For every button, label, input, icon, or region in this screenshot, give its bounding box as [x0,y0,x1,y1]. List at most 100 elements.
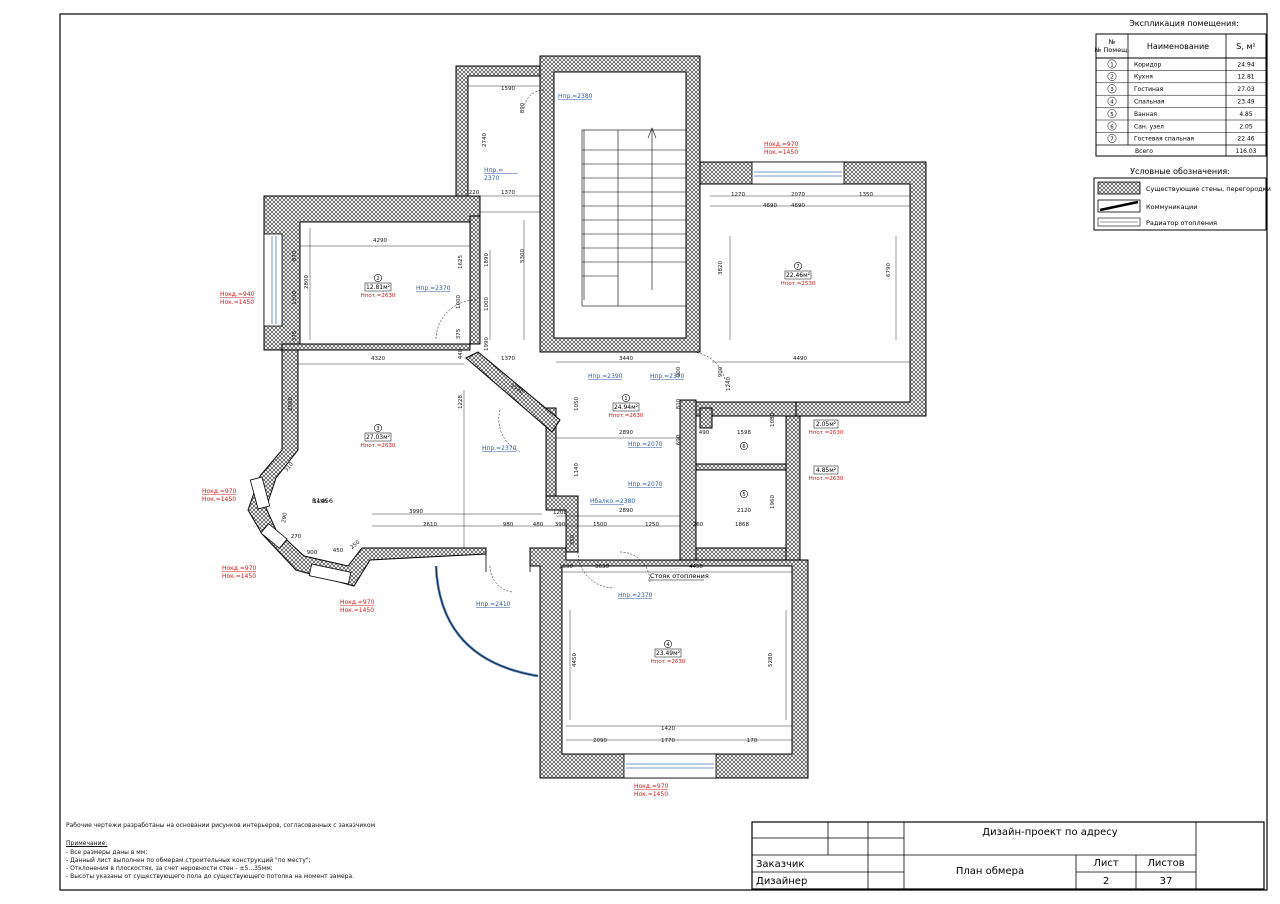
explication-row-num: 7 [1110,137,1114,143]
dimension-label: 2560 [288,397,294,411]
legend-item-walls: Существующие стены, перегородки [1146,185,1271,193]
dimension-label: 1240 [726,377,732,391]
header-num: № Помещ. [1094,46,1130,54]
opening-label: Нпр.=2380 [558,93,593,100]
dimension-label: 4320 [371,356,385,362]
stamp-sheets-label: Листов [1147,858,1184,869]
explication-title: Экспликация помещения: [1129,19,1239,28]
room-number: 7 [796,264,799,270]
window-openings [249,161,845,779]
room-ceiling-height: Нпот.=2630 [651,659,686,665]
dimension-label: 270 [291,534,302,540]
dimension-label: 480 [533,522,544,528]
explication-row-area: 4.85 [1239,111,1253,118]
dimension-label: 2800 [304,275,310,289]
explication-row-area: 27.03 [1237,86,1254,93]
explication-row-num: 1 [1110,62,1114,68]
legend-comm-swatch [1099,200,1139,212]
dimension-label: 810 [676,398,682,409]
stamp-sheets-total: 37 [1160,876,1173,887]
dimension-label: 2890 [619,430,633,436]
opening-height: Нпр.=2070 [628,481,663,488]
dimension-label: 290 [281,512,289,524]
window-top-height: Нок.=1450 [202,496,236,503]
dimension-label: 440 [458,348,464,359]
dimension-label: 4290 [373,238,387,244]
window-sill-height: Нокд.=970 [202,488,237,495]
dimension-label: 2090 [593,738,607,744]
legend-item-comm: Коммуникации [1146,203,1198,211]
legend-wall-swatch [1097,181,1141,195]
explication-row-num: 5 [1110,112,1114,118]
opening-label: Нпр.=2370 [416,285,451,292]
window-sill-height: Нокд.=970 [764,141,799,148]
window-top-height: Нок.=1450 [222,573,256,580]
opening-height: Нпр.=2370 [618,592,653,599]
stamp-sheet-label: Лист [1093,858,1119,869]
balcony-arc [434,565,539,678]
header-area: S, м² [1236,42,1255,51]
heating-riser-label: Стояк отопления [650,572,709,580]
dimension-label: 170 [747,738,758,744]
dimension-label: 260 [693,522,704,528]
dimension-label: 1270 [731,192,745,198]
title-block: Дизайн-проект по адресу Заказчик Дизайне… [751,821,1265,890]
explication-row-num: 3 [1110,87,1114,93]
dimension-label: 1000 [484,297,490,311]
dimension-label: 900 [307,550,318,556]
window-sill-height: Нокд.=970 [222,565,257,572]
dimension-label: 375 [292,330,298,341]
window-sill-height: Нокд.=970 [340,599,375,606]
dimension-label: 1250 [645,522,659,528]
dimension-label: 2610 [423,522,437,528]
window-top-height: Нок.=1450 [340,607,374,614]
staircase [581,127,687,307]
dimension-label: 3990 [409,509,423,515]
window-glazing [271,171,842,769]
explication-row-area: 22.46 [1237,136,1254,143]
dimension-label: 4450 [689,564,703,570]
dimension-label: 2890 [619,508,633,514]
opening-height: Нпр.=2370 [482,445,517,452]
dimension-label: 1080 [770,413,776,427]
dimension-label: 310 [284,461,296,473]
room-ceiling-height: Нпот.=2630 [809,476,844,482]
explication-row-area: 2.05 [1239,123,1253,130]
explication-row-name: Кухня [1134,74,1153,81]
window-sill-height: Нокд.=970 [634,783,669,790]
dimension-label: 980 [503,522,514,528]
dimension-label: 1868 [735,522,749,528]
explication-row-name: Гостевая спальная [1134,136,1194,143]
opening-height: Нпр.= [484,167,503,174]
dimension-label: 2120 [737,508,751,514]
explication-row-num: 2 [1110,75,1114,81]
opening-label: Нпр.=2410 [476,601,511,608]
legend-title: Условные обозначения: [1130,167,1230,176]
dimension-label: 900 [676,366,682,377]
dimension-label: 2740 [482,133,488,147]
opening-label: Нпр.=2370 [650,373,685,380]
explication-row-name: Сан. узел [1134,123,1164,130]
dimension-lines [298,85,910,741]
dimension-label: 390 [555,522,566,528]
dimension-label: 3820 [718,261,724,275]
room-area: 4.85м² [816,467,837,474]
dimension-label: 690 [676,434,682,445]
dimension-label: 1300 [292,291,298,305]
drawing-frame [59,13,1268,891]
dimension-label: 220 [469,190,480,196]
door-swings [435,89,727,593]
notes-heading: Примечание: [66,840,108,847]
dimension-label: 490 [699,430,710,436]
room-ceiling-height: Нпот.=2630 [809,430,844,436]
dimension-label: 375 [456,328,462,339]
opening-height: Нбалко.=2380 [590,498,635,505]
